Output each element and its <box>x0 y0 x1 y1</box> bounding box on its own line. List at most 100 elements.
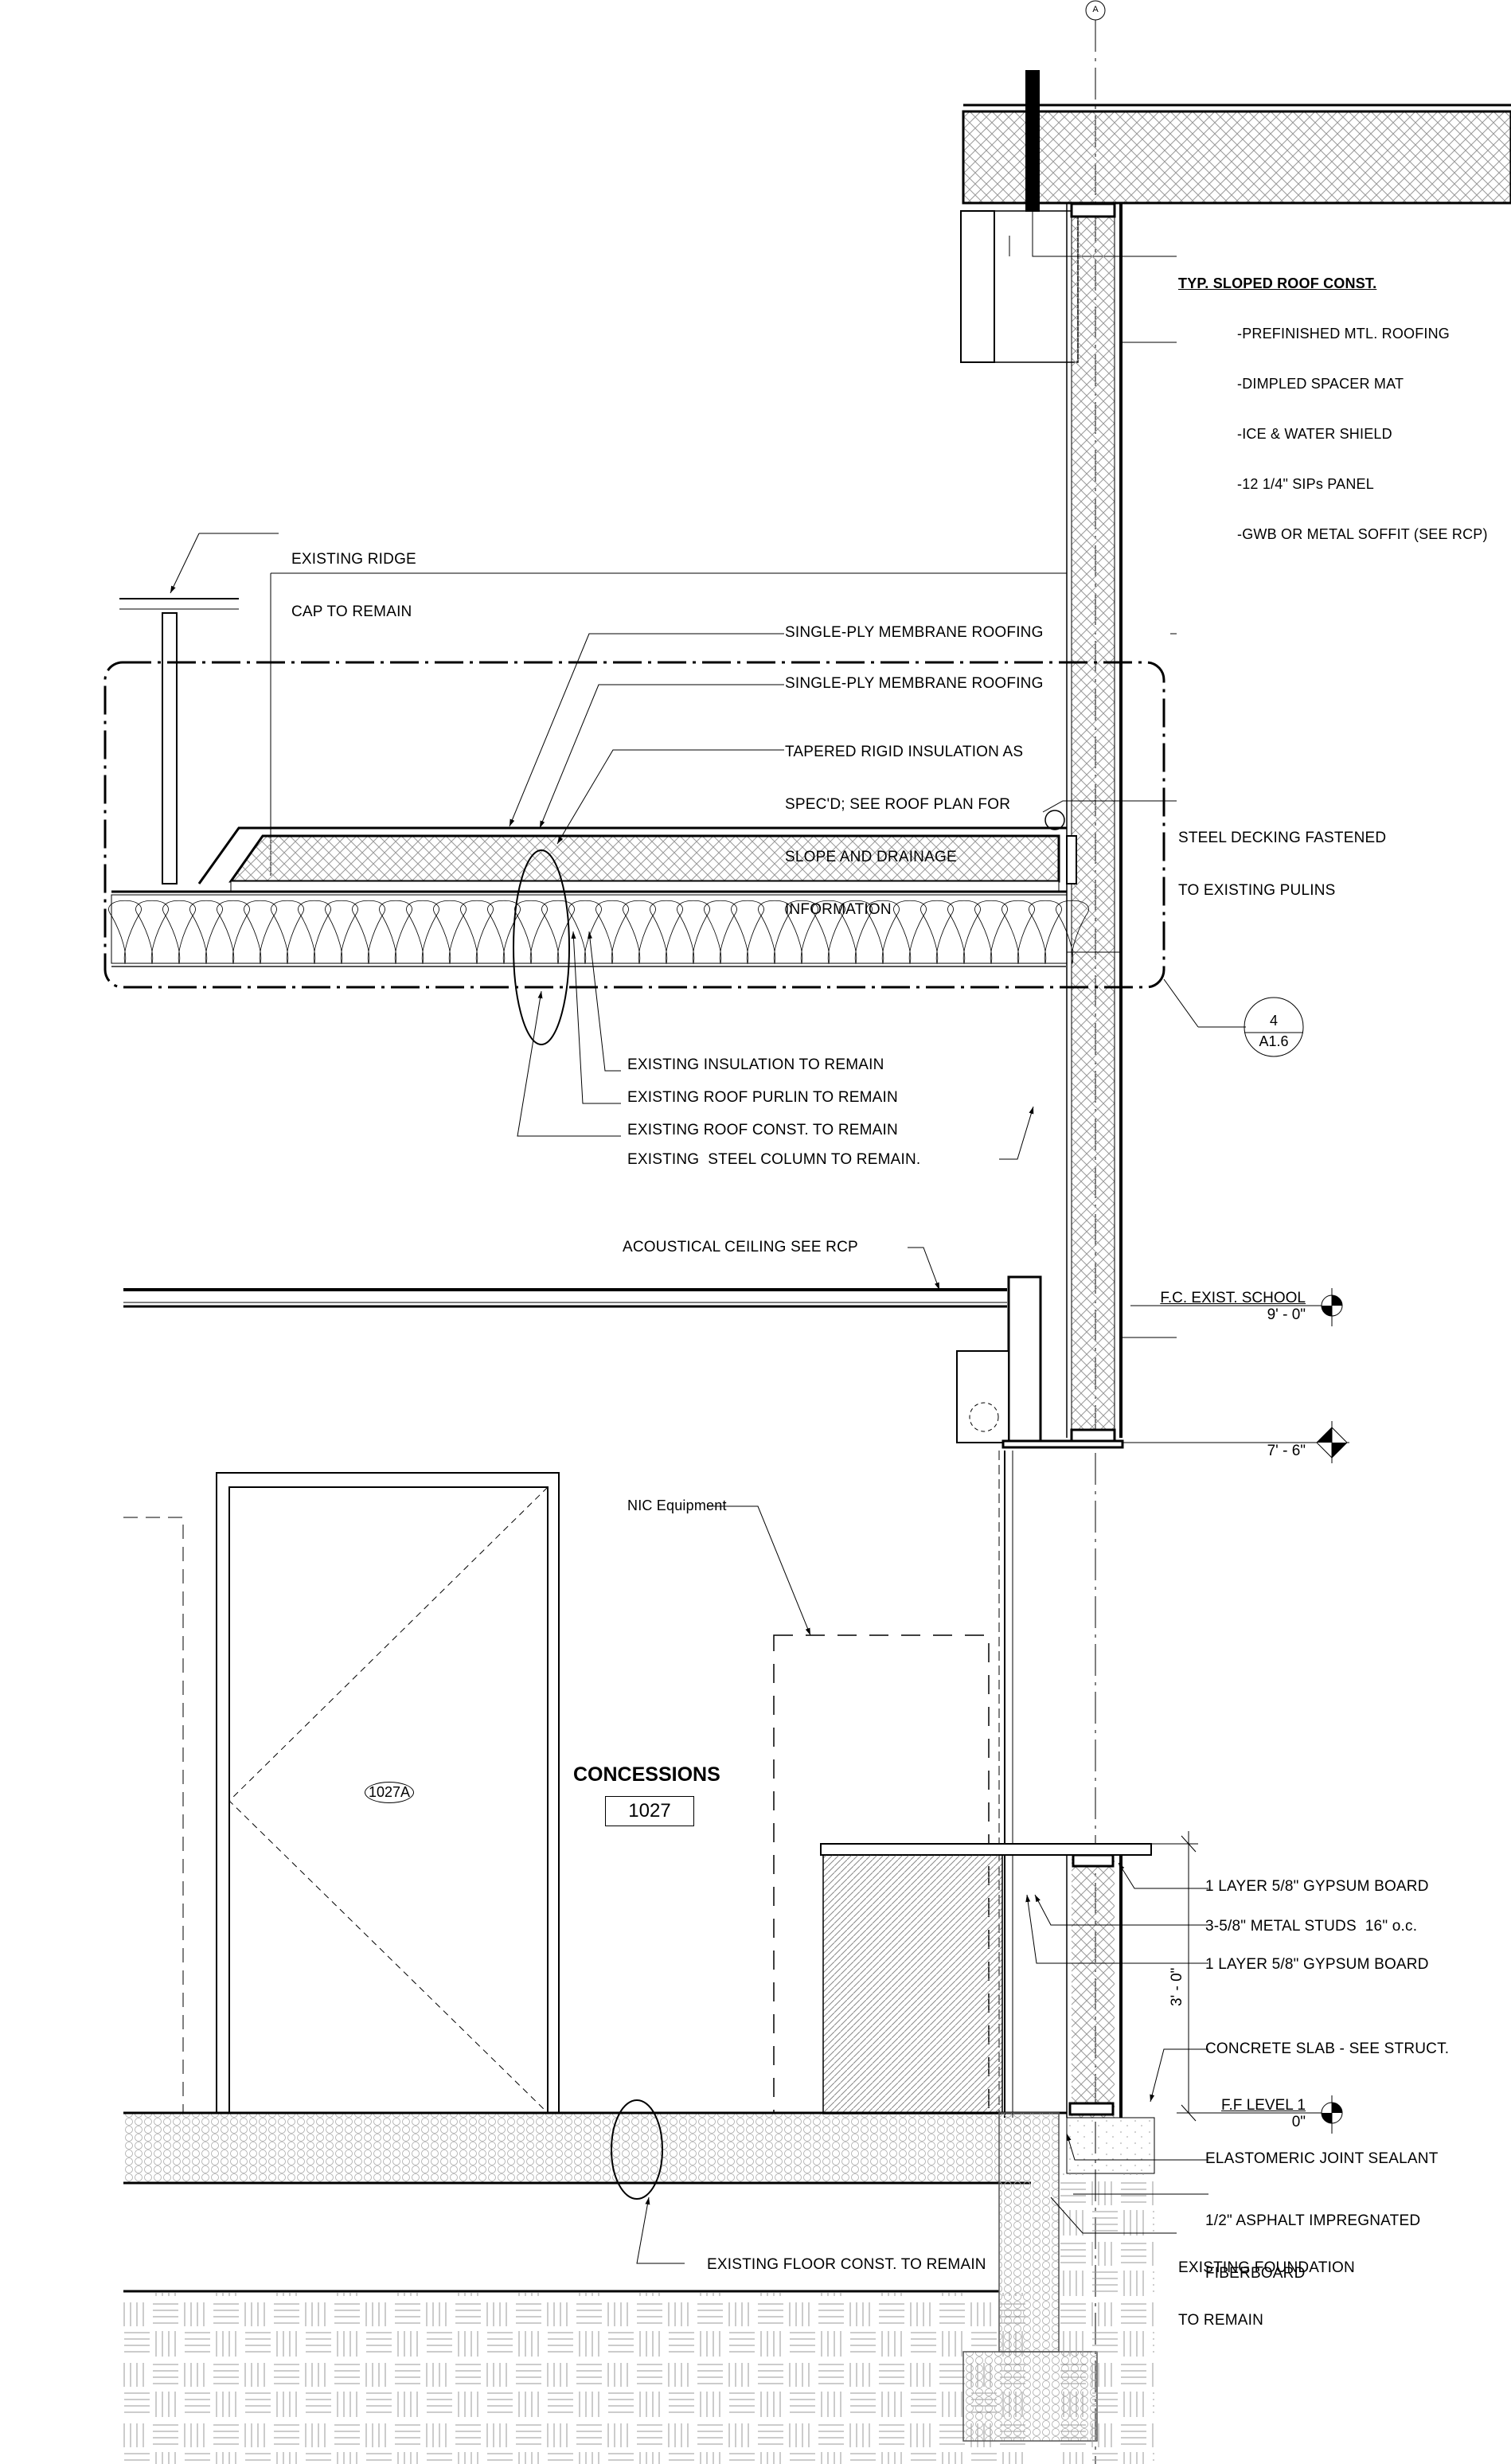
roof-item: -ICE & WATER SHIELD <box>1237 426 1392 442</box>
door-1027a <box>123 1472 560 2114</box>
batt-insulation-loop <box>460 900 494 965</box>
floor-slab <box>123 2111 1155 2464</box>
batt-insulation-loop <box>893 900 927 965</box>
batt-insulation-loop <box>406 900 439 965</box>
roof-item: -GWB OR METAL SOFFIT (SEE RCP) <box>1237 526 1488 542</box>
level-label-ff: F.F LEVEL 1 0" <box>1194 2097 1306 2130</box>
batt-insulation-loop <box>1029 900 1062 965</box>
batt-insulation-loop <box>839 900 873 965</box>
level-elevation: 9' - 0" <box>1267 1306 1306 1323</box>
level-marker-fc <box>1130 1288 1343 1326</box>
ridge-cap-note: EXISTING RIDGE CAP TO REMAIN <box>291 516 416 638</box>
batt-insulation-loop <box>541 900 575 965</box>
fiberboard-line: FIBERBOARD <box>1205 2265 1306 2282</box>
decking-line: STEEL DECKING FASTENED <box>1178 830 1387 846</box>
batt-insulation-loop <box>1056 900 1089 965</box>
roof-detail-callout <box>103 661 1304 1057</box>
section-ref-number: 4 <box>1269 1013 1278 1029</box>
batt-insulation-loop <box>920 900 954 965</box>
leader-lines <box>509 236 1208 2264</box>
batt-insulation-loop <box>650 900 683 965</box>
grid-tag-a: A <box>1092 5 1099 14</box>
membrane-note-1: SINGLE-PLY MEMBRANE ROOFING <box>785 624 1044 641</box>
batt-insulation-loop <box>812 900 845 965</box>
batt-insulation-loop <box>433 900 467 965</box>
flat-roof-assembly <box>108 810 1089 967</box>
batt-insulation-loop <box>785 900 818 965</box>
batt-insulation-loop <box>189 900 223 965</box>
tapered-insulation-note: TAPERED RIGID INSULATION AS SPEC'D; SEE … <box>785 709 1023 936</box>
counter <box>820 1843 1152 2115</box>
roof-item: -DIMPLED SPACER MAT <box>1237 376 1404 392</box>
batt-insulation-loop <box>514 900 548 965</box>
batt-insulation-loop <box>487 900 521 965</box>
ridge-cap-line: CAP TO REMAIN <box>291 603 412 620</box>
batt-insulation-loop <box>974 900 1008 965</box>
tapered-line: TAPERED RIGID INSULATION AS <box>785 744 1024 760</box>
sloped-roof-title: TYP. SLOPED ROOF CONST. <box>1178 275 1377 291</box>
fiberboard-note: 1/2" ASPHALT IMPREGNATED FIBERBOARD <box>1205 2177 1420 2300</box>
batt-insulation-loop <box>298 900 331 965</box>
existing-purlin-note: EXISTING ROOF PURLIN TO REMAIN <box>627 1089 898 1106</box>
existing-column-note: EXISTING STEEL COLUMN TO REMAIN. <box>627 1151 921 1168</box>
fiberboard-line: 1/2" ASPHALT IMPREGNATED <box>1205 2212 1421 2229</box>
existing-roof-const-note: EXISTING ROOF CONST. TO REMAIN <box>627 1122 898 1138</box>
sloped-roof-sips <box>960 70 1511 363</box>
level-marker-ff <box>1177 2095 1343 2134</box>
existing-insulation-note: EXISTING INSULATION TO REMAIN <box>627 1056 884 1073</box>
batt-insulation-loop <box>271 900 304 965</box>
level-label-7-6: 7' - 6" <box>1226 1443 1306 1459</box>
batt-insulation-loop <box>352 900 385 965</box>
level-name: F.C. EXIST. SCHOOL <box>1160 1290 1306 1306</box>
batt-insulation-loop <box>704 900 737 965</box>
batt-insulation-loop <box>1001 900 1035 965</box>
existing-foundation-note: EXISTING FOUNDATION TO REMAIN <box>1178 2224 1355 2347</box>
batt-insulation-loop <box>244 900 277 965</box>
ridge-cap-line: EXISTING RIDGE <box>291 551 416 568</box>
lower-sip-wall <box>998 1451 1123 2118</box>
batt-insulation-loop <box>866 900 900 965</box>
batt-insulation-loop <box>108 900 142 965</box>
room-number: 1027 <box>605 1796 694 1826</box>
dimension-text: 3' - 0" <box>1169 1967 1185 2006</box>
batt-insulation-loop <box>568 900 602 965</box>
batt-insulation-loop <box>758 900 791 965</box>
section-ref-sheet: A1.6 <box>1259 1033 1289 1049</box>
batt-insulation-loop <box>325 900 358 965</box>
sloped-roof-note: TYP. SLOPED ROOF CONST. -PREFINISHED MTL… <box>1178 242 1488 560</box>
door-tag: 1027A <box>365 1782 415 1803</box>
level-name: F.F LEVEL 1 <box>1221 2097 1306 2114</box>
joint-sealant-note: ELASTOMERIC JOINT SEALANT <box>1205 2150 1439 2167</box>
batt-insulation-loop <box>379 900 412 965</box>
decking-line: TO EXISTING PULINS <box>1178 882 1336 899</box>
roof-item: -PREFINISHED MTL. ROOFING <box>1237 326 1450 342</box>
batt-insulation-loop <box>731 900 764 965</box>
tapered-line: SPEC'D; SEE ROOF PLAN FOR <box>785 796 1011 813</box>
batt-insulation-loop <box>677 900 710 965</box>
batt-insulation-loop <box>162 900 196 965</box>
room-name: CONCESSIONS <box>573 1763 720 1786</box>
gypsum-note-2: 1 LAYER 5/8" GYPSUM BOARD <box>1205 1956 1429 1973</box>
acoustical-ceiling-note: ACOUSTICAL CEILING SEE RCP <box>623 1239 858 1255</box>
metal-studs-note: 3-5/8" METAL STUDS 16" o.c. <box>1205 1918 1418 1935</box>
batt-insulation-loop <box>947 900 981 965</box>
acoustical-ceiling <box>123 1275 1124 1449</box>
membrane-note-2: SINGLE-PLY MEMBRANE ROOFING <box>785 675 1044 692</box>
existing-floor-note: EXISTING FLOOR CONST. TO REMAIN <box>707 2256 986 2273</box>
concrete-slab-note: CONCRETE SLAB - SEE STRUCT. <box>1205 2040 1450 2057</box>
tapered-line: INFORMATION <box>785 901 892 918</box>
level-label-fc: F.C. EXIST. SCHOOL 9' - 0" <box>1146 1290 1306 1323</box>
level-elevation: 0" <box>1291 2114 1306 2130</box>
batt-insulation-loop <box>217 900 250 965</box>
level-elevation: 7' - 6" <box>1267 1443 1306 1459</box>
roof-item: -12 1/4" SIPs PANEL <box>1237 476 1374 492</box>
gypsum-note-1: 1 LAYER 5/8" GYPSUM BOARD <box>1205 1878 1429 1895</box>
batt-insulation-loop <box>623 900 656 965</box>
foundation-line: TO REMAIN <box>1178 2312 1264 2329</box>
sip-wall <box>1066 202 1177 1444</box>
steel-decking-note: STEEL DECKING FASTENED TO EXISTING PULIN… <box>1178 795 1386 917</box>
tapered-line: SLOPE AND DRAINAGE <box>785 849 957 865</box>
nic-equipment-note: NIC Equipment <box>627 1498 727 1513</box>
level-marker-7-6 <box>1123 1421 1349 1463</box>
